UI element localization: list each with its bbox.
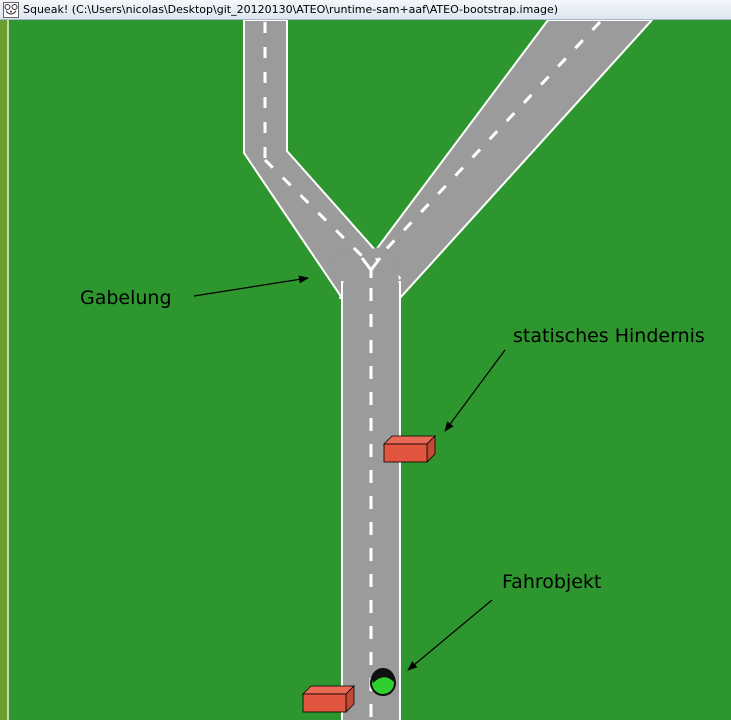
left-border-edge <box>7 20 9 720</box>
left-branch-road <box>243 20 401 299</box>
annotation-obstacle-arrow <box>444 349 506 432</box>
annotations: Gabelung statisches Hindernis Fahrobjekt <box>80 275 705 671</box>
squeak-mouse-icon[interactable] <box>3 1 19 18</box>
vehicle-heading-wedge <box>372 672 395 683</box>
right-branch-lane-marking <box>374 20 602 262</box>
simulation-world[interactable]: Gabelung statisches Hindernis Fahrobjekt <box>0 20 731 720</box>
left-border-strip <box>0 20 7 720</box>
lane-markings <box>263 20 602 720</box>
world-canvas[interactable]: Gabelung statisches Hindernis Fahrobjekt <box>0 20 731 720</box>
annotation-fork-arrow <box>193 275 309 297</box>
annotation-vehicle: Fahrobjekt <box>502 571 601 593</box>
static-obstacle[interactable] <box>383 435 436 463</box>
junction-marking <box>360 257 382 278</box>
junction-fill-upper <box>330 245 398 282</box>
window-titlebar[interactable]: Squeak! (C:\Users\nicolas\Desktop\git_20… <box>0 0 731 20</box>
static-obstacle-bottom[interactable] <box>302 685 355 713</box>
annotation-vehicle-arrow <box>407 599 493 671</box>
vehicle-driving-object[interactable] <box>370 668 396 696</box>
annotation-fork: Gabelung <box>80 287 172 309</box>
annotation-static-obstacle: statisches Hindernis <box>513 325 705 347</box>
window-title: Squeak! (C:\Users\nicolas\Desktop\git_20… <box>23 3 559 16</box>
